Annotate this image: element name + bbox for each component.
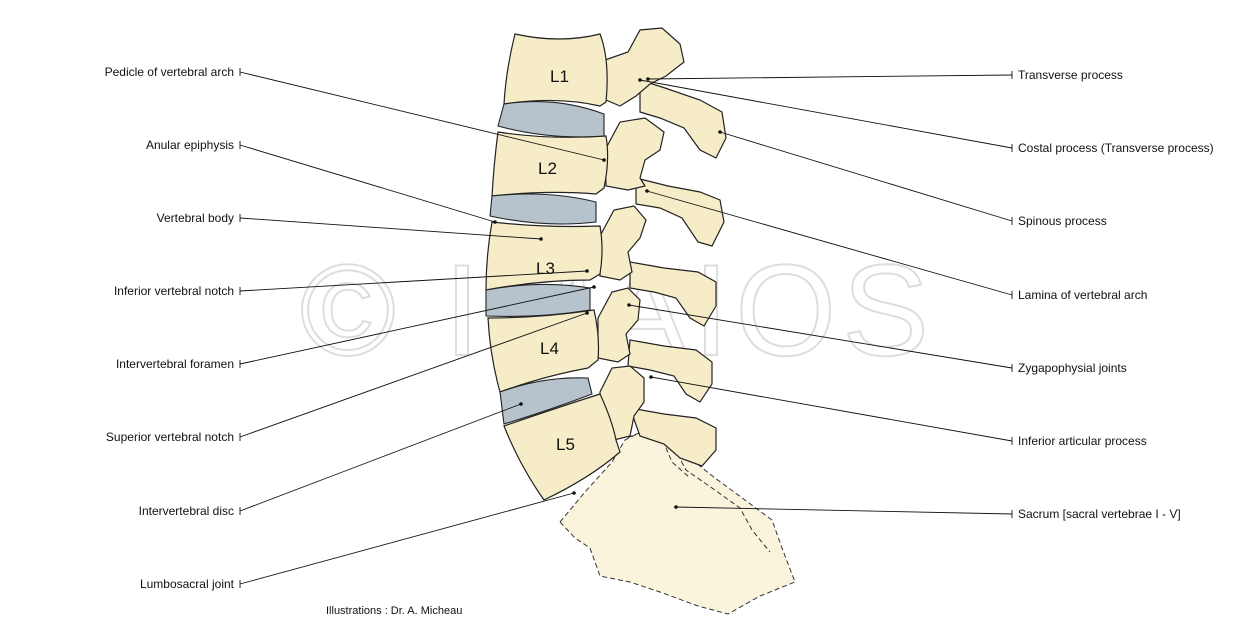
sacrum-inner-line	[669, 439, 771, 553]
right-label: Zygapophysial joints	[1018, 361, 1127, 375]
vertebra-label-l2: L2	[538, 159, 557, 178]
leader-line-left	[239, 492, 575, 585]
right-label: Transverse process	[1018, 68, 1123, 82]
right-label: Sacrum [sacral vertebrae I - V]	[1018, 507, 1181, 521]
leader-line-left	[239, 144, 496, 223]
leader-endpoint	[602, 158, 606, 162]
disc-l2-l3	[489, 193, 597, 225]
leader-line-left	[239, 217, 542, 240]
vertebra-label-l3: L3	[536, 259, 555, 278]
leader-endpoint	[638, 78, 642, 82]
vertebra-label-l4: L4	[540, 339, 559, 358]
leader-endpoint	[572, 491, 576, 495]
spinous-process-l3	[629, 261, 717, 327]
leader-endpoint	[645, 189, 649, 193]
leader-line-right	[647, 74, 1013, 80]
vertebra-label-l1: L1	[550, 67, 569, 86]
vertebral-body-l2	[491, 131, 609, 197]
right-label: Inferior articular process	[1018, 434, 1147, 448]
leader-line-right	[650, 376, 1013, 442]
spinous-process-l2	[635, 177, 725, 247]
vertebral-body-l5	[503, 393, 621, 501]
leader-line-left	[239, 286, 595, 365]
disc-l4-l5	[499, 377, 593, 425]
leader-line-left	[239, 270, 588, 292]
leader-line-right	[628, 304, 1013, 369]
leader-endpoint	[649, 375, 653, 379]
vertebral-body-l1	[503, 33, 608, 107]
leader-endpoint	[592, 285, 596, 289]
leader-endpoint	[585, 269, 589, 273]
left-label: Lumbosacral joint	[139, 577, 234, 591]
leader-endpoint	[646, 77, 650, 81]
spinous-process-l1	[639, 79, 727, 159]
disc-l1-l2	[497, 101, 605, 138]
sacrum-shape	[559, 429, 796, 615]
leader-line-left	[239, 71, 605, 161]
leader-endpoint	[674, 505, 678, 509]
leader-endpoint	[519, 402, 523, 406]
left-label: Anular epiphysis	[145, 138, 234, 152]
leader-endpoint	[539, 237, 543, 241]
disc-l3-l4	[485, 283, 591, 317]
left-label: Inferior vertebral notch	[113, 284, 234, 298]
left-label: Vertebral body	[156, 211, 234, 225]
leader-line-left	[239, 312, 588, 438]
left-label: Pedicle of vertebral arch	[104, 65, 234, 79]
arch-l2	[604, 117, 665, 191]
right-label: Lamina of vertebral arch	[1018, 288, 1148, 302]
leader-lines	[239, 68, 1013, 588]
left-label: Intervertebral foramen	[115, 357, 234, 371]
left-label: Superior vertebral notch	[105, 430, 234, 444]
leader-line-right	[639, 79, 1013, 149]
vertebra-label-l5: L5	[556, 435, 575, 454]
illustration-credit: Illustrations : Dr. A. Micheau	[326, 605, 463, 617]
arch-l3	[599, 205, 647, 281]
vertebral-body-l3	[485, 221, 603, 291]
right-label: Spinous process	[1018, 214, 1107, 228]
leader-endpoint	[493, 220, 497, 224]
leader-line-right	[646, 190, 1013, 296]
leader-endpoint	[585, 311, 589, 315]
leader-endpoint	[627, 303, 631, 307]
leader-endpoint	[718, 130, 722, 134]
spinous-process-l5	[629, 407, 717, 467]
right-label: Costal process (Transverse process)	[1018, 141, 1214, 155]
leader-line-right	[675, 506, 1013, 515]
spinous-process-l4	[627, 339, 713, 403]
leader-line-right	[719, 131, 1013, 222]
left-label: Intervertebral disc	[138, 504, 234, 518]
arch-l1	[604, 27, 685, 107]
leader-line-left	[239, 403, 522, 512]
